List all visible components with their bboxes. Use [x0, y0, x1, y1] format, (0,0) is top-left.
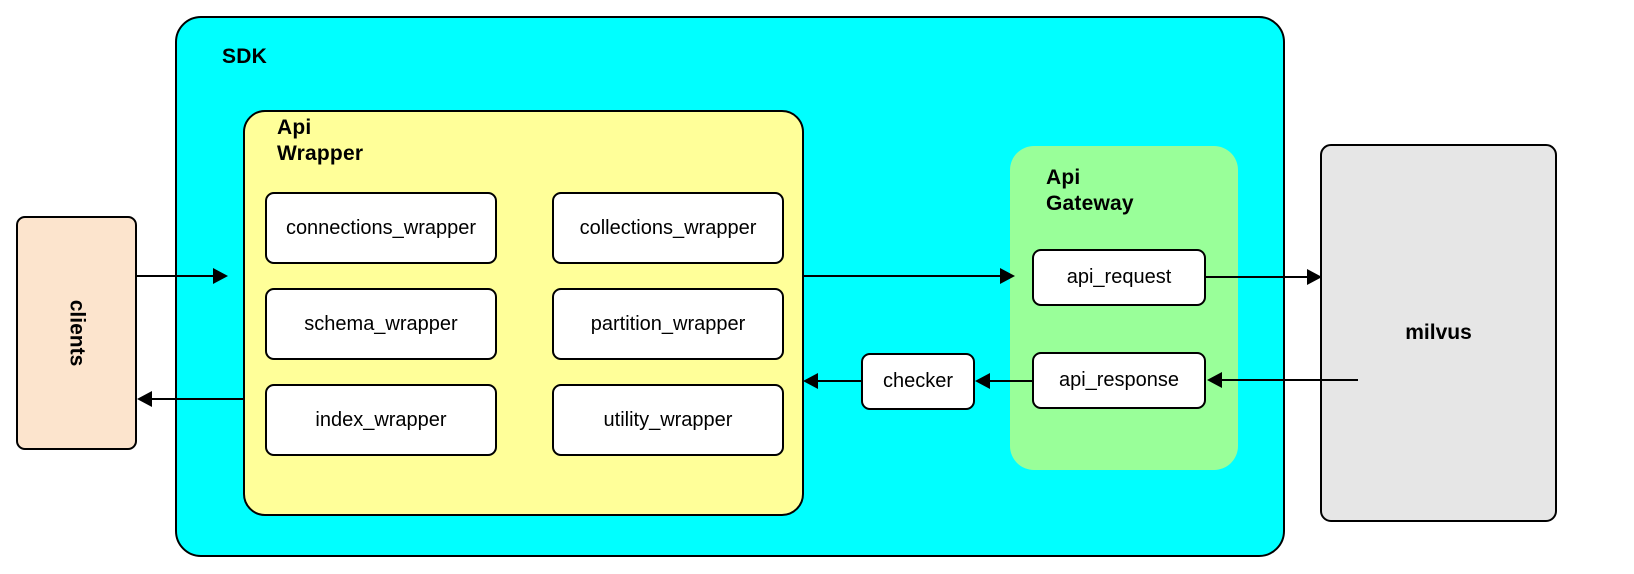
node-clients-label: clients [65, 299, 89, 367]
node-connections-wrapper[interactable]: connections_wrapper [265, 192, 497, 264]
node-utility-wrapper-label: utility_wrapper [603, 408, 733, 431]
node-collections-wrapper[interactable]: collections_wrapper [552, 192, 784, 264]
node-index-wrapper[interactable]: index_wrapper [265, 384, 497, 456]
arrow-milvus-to-response-head-icon [1207, 372, 1222, 388]
arrow-request-to-milvus-head-icon [1307, 269, 1322, 285]
arrow-response-to-checker-head-icon [975, 373, 990, 389]
node-api-response-label: api_response [1058, 369, 1180, 391]
node-api-response[interactable]: api_response [1032, 352, 1206, 409]
node-api-request-label: api_request [1066, 266, 1172, 288]
node-partition-wrapper-label: partition_wrapper [590, 312, 746, 335]
node-api-request[interactable]: api_request [1032, 249, 1206, 306]
arrow-response-to-checker [988, 380, 1032, 382]
node-milvus[interactable]: milvus [1320, 144, 1557, 522]
node-clients[interactable]: clients [16, 216, 137, 450]
node-collections-wrapper-label: collections_wrapper [579, 216, 757, 239]
api-gateway-container [1010, 146, 1238, 470]
arrow-sdk-to-clients-head-icon [137, 391, 152, 407]
api-wrapper-container-label: Api Wrapper [277, 116, 364, 165]
arrow-milvus-to-response [1222, 379, 1358, 381]
node-index-wrapper-label: index_wrapper [315, 408, 447, 431]
arrow-checker-to-wrapper [818, 380, 861, 382]
node-partition-wrapper[interactable]: partition_wrapper [552, 288, 784, 360]
arrow-wrapper-to-gateway-head-icon [1000, 268, 1015, 284]
arrow-request-to-milvus [1206, 276, 1311, 278]
node-milvus-label: milvus [1405, 321, 1472, 344]
node-schema-wrapper-label: schema_wrapper [304, 312, 458, 335]
api-gateway-container-label: Api Gateway [1046, 166, 1134, 215]
arrow-clients-to-sdk [137, 275, 215, 277]
arrow-checker-to-wrapper-head-icon [803, 373, 818, 389]
arrow-wrapper-to-gateway [803, 275, 1003, 277]
arrow-clients-to-sdk-head-icon [213, 268, 228, 284]
arrow-sdk-to-clients [152, 398, 243, 400]
node-utility-wrapper[interactable]: utility_wrapper [552, 384, 784, 456]
node-connections-wrapper-label: connections_wrapper [285, 216, 477, 239]
node-checker-label: checker [882, 370, 954, 392]
sdk-container-label: SDK [222, 45, 267, 68]
node-schema-wrapper[interactable]: schema_wrapper [265, 288, 497, 360]
node-checker[interactable]: checker [861, 353, 975, 410]
